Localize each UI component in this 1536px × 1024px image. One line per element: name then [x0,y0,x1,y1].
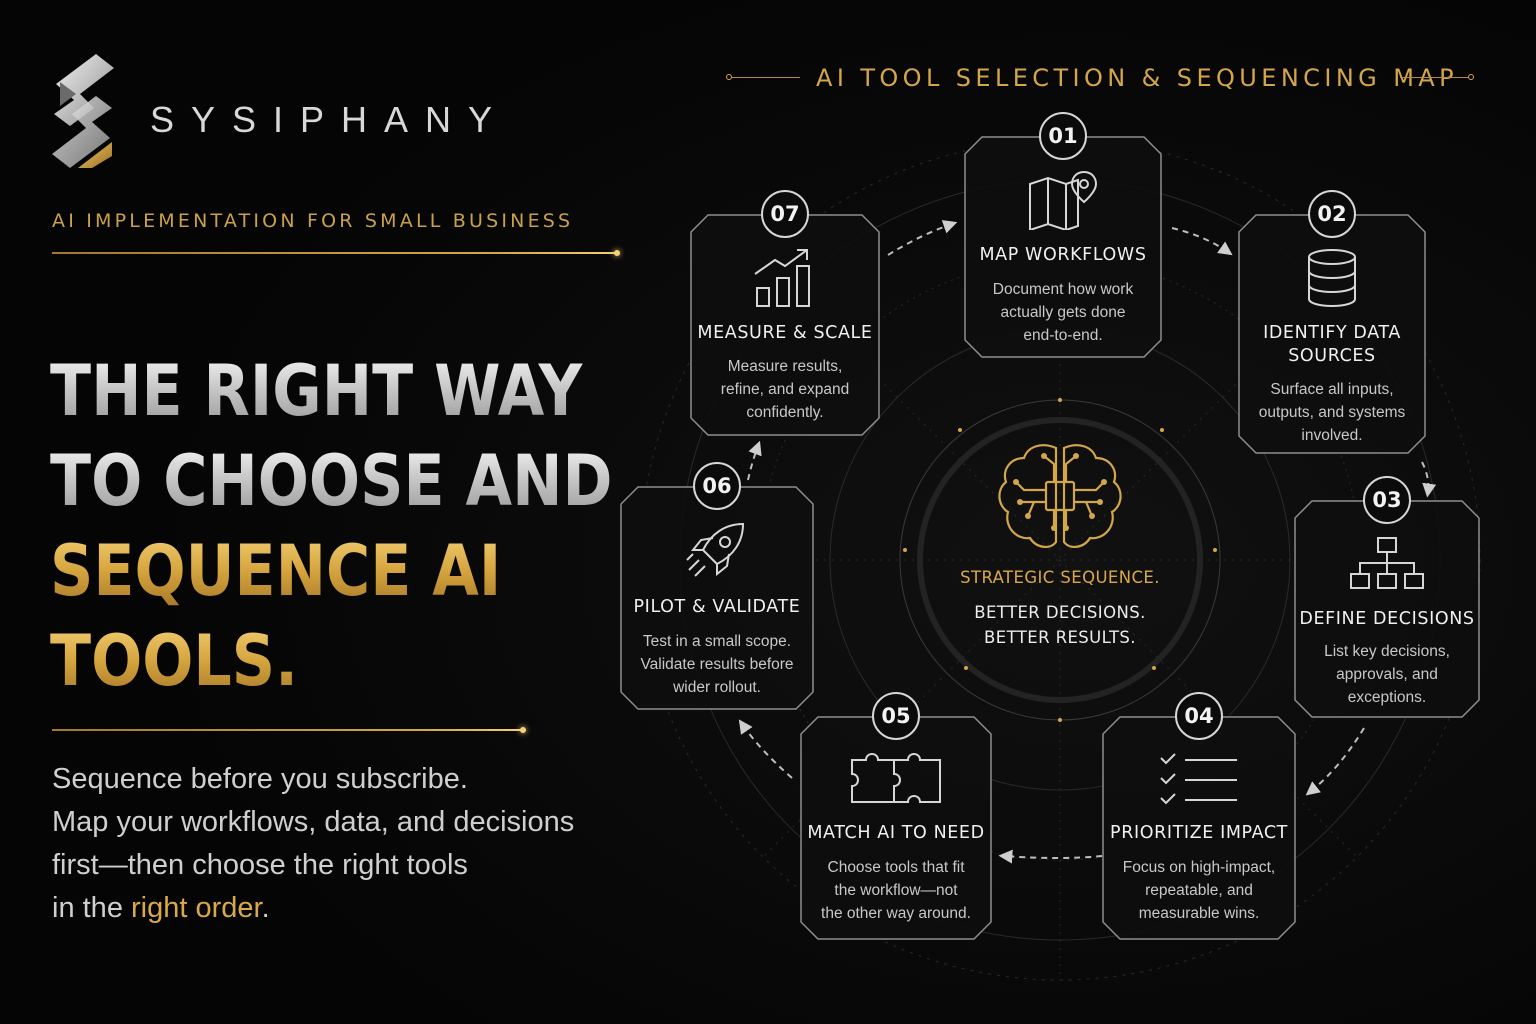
step-card-04: 04 PRIORITIZE IMPACT Focus on high-impac… [1102,692,1296,940]
map-title-line-left [726,74,800,80]
step-card-06: 06 PILOT & VALIDATE Test in a small scop… [620,462,814,710]
step-description: Measure results, refine, and expand conf… [720,358,850,421]
step-number: 06 [693,462,741,510]
checklist-icon [1102,752,1296,812]
card-frame [1238,214,1426,454]
headline: THE RIGHT WAY TO CHOOSE AND SEQUENCE AI … [50,346,612,706]
brand-tagline: AI IMPLEMENTATION FOR SMALL BUSINESS [52,210,574,232]
step-title: PILOT & VALIDATE [633,597,801,617]
step-description: Choose tools that fit the workflow—not t… [821,859,971,922]
brain-circuit-icon [998,444,1122,548]
center-label: STRATEGIC SEQUENCE. [960,568,1160,587]
step-title: MATCH AI TO NEED [807,823,985,843]
step-description: List key decisions, approvals, and excep… [1324,643,1450,706]
map-title: AI TOOL SELECTION & SEQUENCING MAP [816,64,1458,92]
card-frame [1294,500,1480,718]
step-title: MEASURE & SCALE [697,323,873,343]
card-frame [620,486,814,710]
step-number: 01 [1039,112,1087,160]
headline-line-4: TOOLS. [50,616,612,706]
card-frame [800,716,992,940]
step-title: PRIORITIZE IMPACT [1110,823,1288,843]
card-frame [964,136,1162,358]
growth-chart-icon [690,246,880,312]
card-frame [1102,716,1296,940]
step-number: 07 [761,190,809,238]
step-card-02: 02 IDENTIFY DATA SOURCES Surface all inp… [1238,190,1426,454]
puzzle-icon [800,746,992,810]
step-title: DEFINE DECISIONS [1299,609,1475,629]
map-title-line-right [1400,74,1474,80]
step-card-07: 07 MEASURE & SCALE Measure results, refi… [690,190,880,436]
headline-divider [52,727,526,733]
step-title: IDENTIFY DATA SOURCES [1263,323,1401,366]
body-line-1: Sequence before you subscribe. [52,763,468,795]
body-line-3: first—then choose the right tools [52,849,468,881]
step-description: Test in a small scope. Validate results … [640,633,794,696]
tagline-divider [52,250,620,256]
step-card-05: 05 MATCH AI TO NEED Choose tools that fi… [800,692,992,940]
step-description: Surface all inputs, outputs, and systems… [1258,381,1406,444]
step-card-03: 03 DEFINE DECISIONS List key decisions, … [1294,476,1480,718]
step-number: 03 [1363,476,1411,524]
headline-line-1: THE RIGHT WAY [50,346,612,436]
headline-line-3: SEQUENCE AI [50,526,612,616]
body-line-4: in the right order. [52,892,270,924]
body-accent: right order [131,892,262,924]
body-line-2: Map your workflows, data, and decisions [52,806,575,838]
database-icon [1238,248,1426,312]
headline-line-2: TO CHOOSE AND [50,436,612,526]
step-number: 05 [872,692,920,740]
brand-name: SYSIPHANY [150,99,510,140]
body-copy: Sequence before you subscribe. Map your … [52,758,574,930]
rocket-icon [620,520,814,588]
center-tagline: BETTER DECISIONS. BETTER RESULTS. [974,603,1146,647]
map-pin-icon [964,170,1162,234]
step-description: Document how work actually gets done end… [992,281,1134,344]
card-frame [690,214,880,436]
step-title: MAP WORKFLOWS [979,245,1147,265]
step-number: 02 [1308,190,1356,238]
hierarchy-icon [1294,536,1480,594]
step-number: 04 [1175,692,1223,740]
step-card-01: 01 MAP WORKFLOWS Document how work actua… [964,112,1162,358]
step-description: Focus on high-impact, repeatable, and me… [1122,859,1276,922]
logo-icon [52,54,114,168]
